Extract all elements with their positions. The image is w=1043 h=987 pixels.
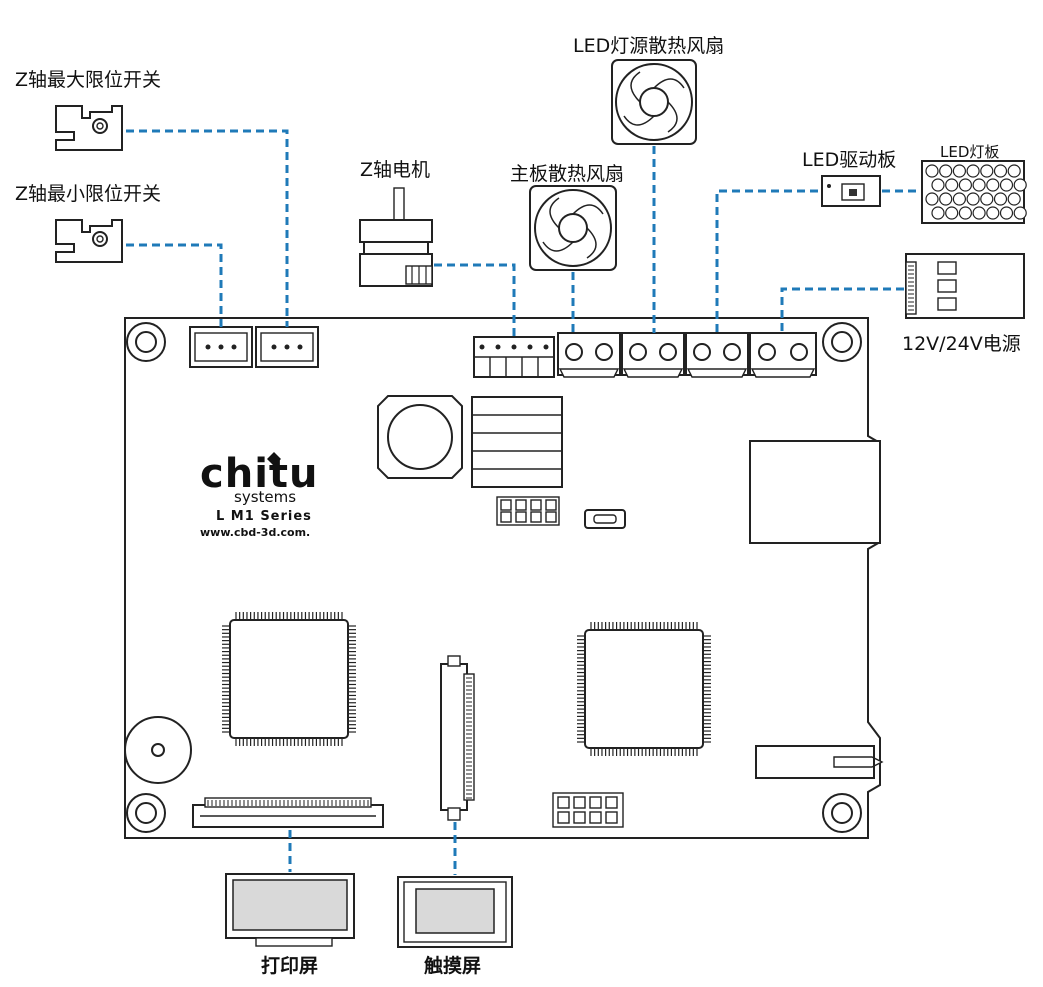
label-led-panel: LED灯板 [940,143,999,161]
touch-screen-connector [440,655,475,821]
heatsink [471,396,563,488]
line-z-min [126,243,223,327]
led-panel [921,160,1027,224]
z-max-header [255,326,319,368]
label-touch-screen: 触摸屏 [424,954,481,977]
brand-name: chitu [200,451,319,497]
line-z-max [126,129,289,327]
mounting-hole [822,322,862,362]
board-fan [529,185,617,271]
terminal-power [749,332,817,378]
terminal-led-driver [685,332,749,378]
z-max-switch [55,105,123,151]
pin-header-small [496,496,560,526]
label-board-fan: 主板散热风扇 [510,163,624,185]
connections [126,129,920,875]
brand-subtitle: systems [234,488,296,506]
led-fan [611,59,697,145]
board-url: www.cbd-3d.com. [200,526,310,539]
z-min-switch [55,219,123,263]
z-min-header [189,326,253,368]
z-motor [359,187,433,287]
mcu-chip-right [577,622,711,756]
mounting-hole [126,322,166,362]
tact-button [584,509,626,529]
board-series: L M1 Series [216,509,312,524]
touch-screen [397,876,513,948]
label-led-driver: LED驱动板 [802,149,896,171]
print-screen [225,873,355,947]
line-z-motor [434,263,516,337]
usb-port [749,440,881,544]
motor-header [473,336,555,378]
label-z-max-switch: Z轴最大限位开关 [15,69,161,91]
pin-header-bottom [552,792,624,828]
inductor [377,395,463,479]
chitu-logo: chitu systems L M1 Series www.cbd-3d.com… [200,451,319,539]
label-power: 12V/24V电源 [902,333,1021,355]
label-led-fan: LED灯源散热风扇 [573,35,724,57]
line-led-driver [715,189,818,333]
label-z-min-switch: Z轴最小限位开关 [15,183,161,205]
labels: Z轴最大限位开关 Z轴最小限位开关 Z轴电机 LED灯源散热风扇 主板散热风扇 … [15,35,1021,977]
led-driver-board [821,175,881,207]
power-supply [905,253,1025,319]
terminal-board-fan [557,332,621,378]
print-screen-connector [192,797,384,828]
label-print-screen: 打印屏 [261,954,318,977]
mounting-hole [822,793,862,833]
diamond-mark [267,452,281,466]
buzzer [124,716,192,784]
terminal-led-fan [621,332,685,378]
sd-card-slot [755,745,884,779]
label-z-motor: Z轴电机 [360,159,430,181]
mainboard: chitu systems L M1 Series www.cbd-3d.com… [124,317,884,839]
mcu-chip-left [222,612,356,746]
line-power [780,287,904,333]
mounting-hole [126,793,166,833]
